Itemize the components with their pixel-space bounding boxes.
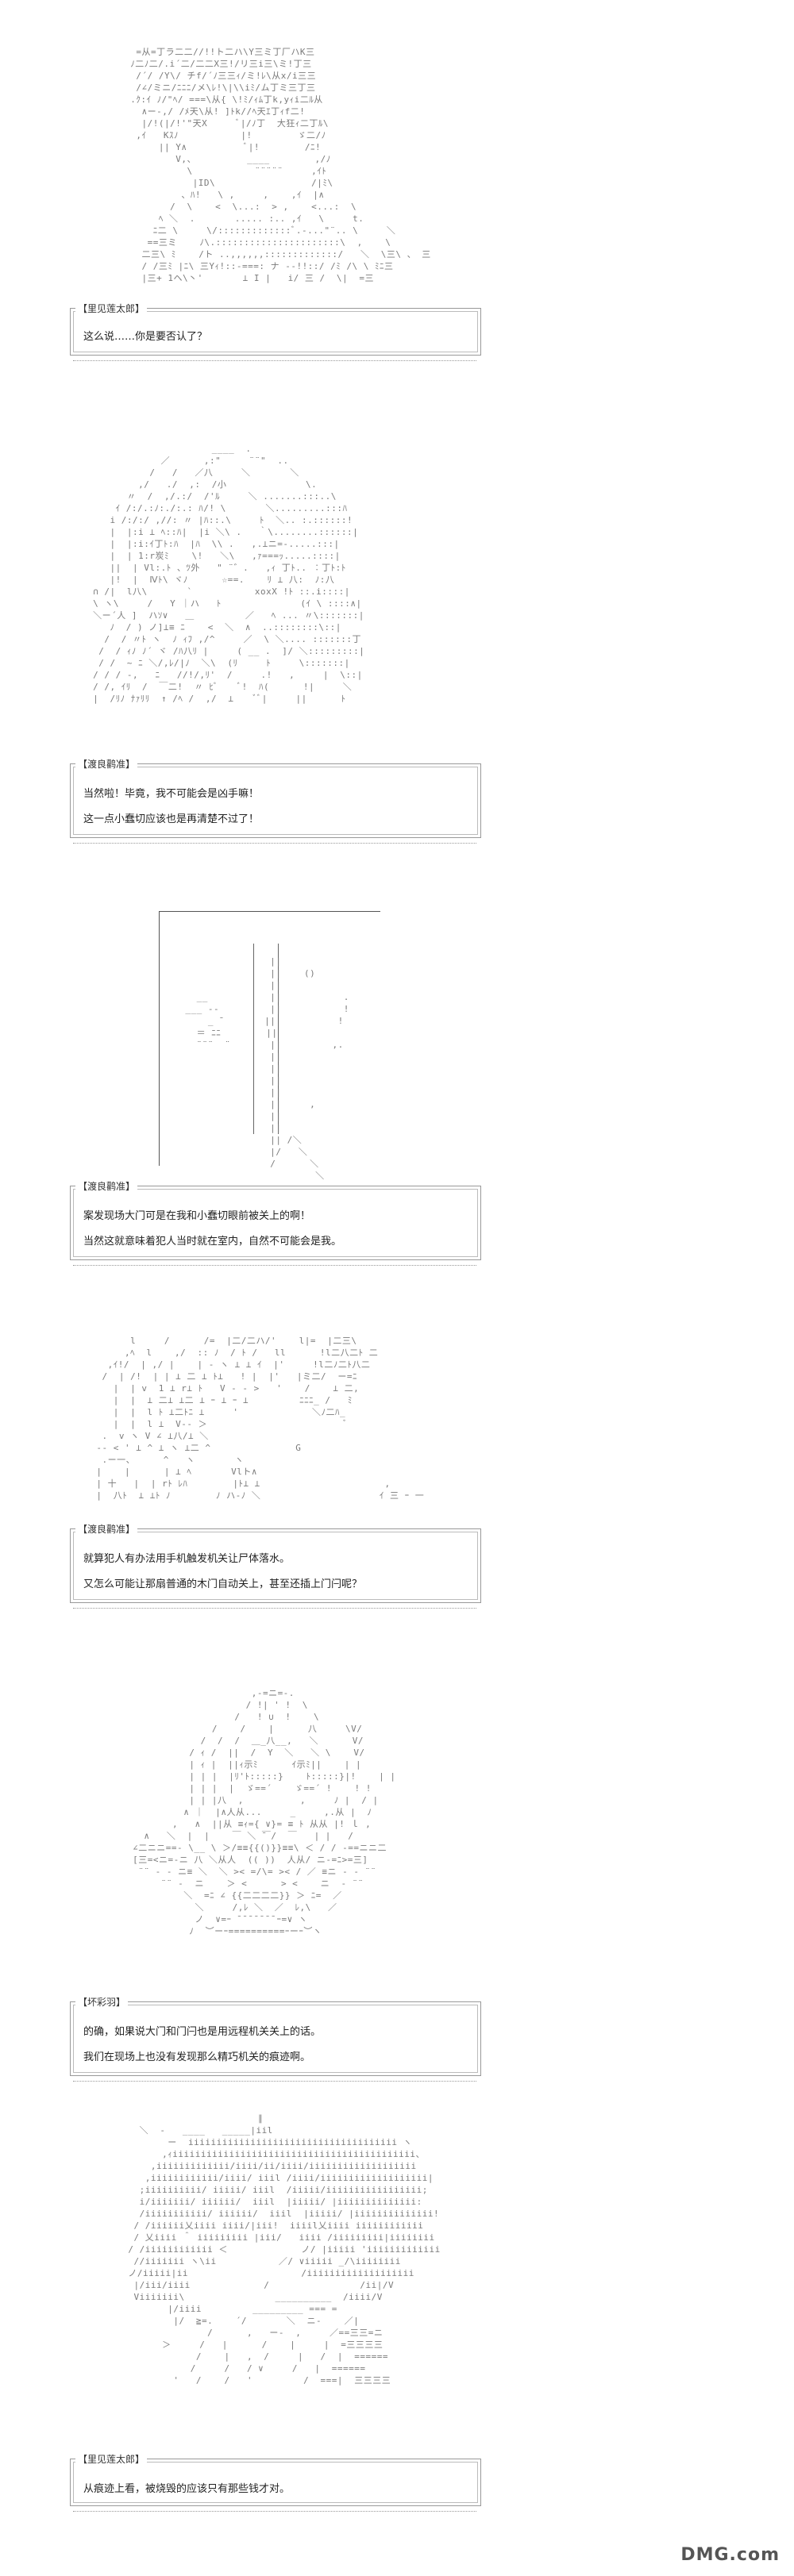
ascii-art-character-1: =从=丁ラ二二//!!ト二ハ\Y三ミ丁厂ハK三 ﾉ二ﾉ二/.i´二/二二X三!/…: [130, 47, 431, 283]
dialog-line-1: 就算犯人有办法用手机触发机关让尸体落水。: [83, 1553, 291, 1565]
dialog-line-1: 案发现场大门可是在我和小蠢切眼前被关上的啊！: [83, 1210, 311, 1222]
speaker-label: 【渡良鹳准】: [75, 757, 138, 771]
dialog-underline: [73, 840, 476, 844]
dialog-box: 【渡良鹳准】 当然啦！毕竟，我不可能会是凶手嘛！ 这一点小蠢切应该也是再清楚不过…: [70, 757, 481, 838]
dialog-box: 【坏彩羽】 的确，如果说大门和门闩也是用远程机关关上的话。 我们在现场上也没有发…: [70, 1995, 481, 2076]
door-art: [253, 944, 279, 1134]
dialog-box: 【渡良鹳准】 就算犯人有办法用手机触发机关让尸体落水。 又怎么可能让那扇普通的木…: [70, 1522, 481, 1603]
dialog-underline: [73, 2078, 476, 2082]
dialog-underline: [73, 1262, 476, 1266]
speaker-label: 【坏彩羽】: [75, 1995, 129, 2009]
ascii-art-character-2: ____ . ／ ,:" ¨¨" .. / / ／八 ＼ ＼ ,/ ./ ,: …: [93, 444, 365, 704]
dialog-line-2: 当然这就意味着犯人当时就在室内，自然不可能会是我。: [83, 1236, 342, 1248]
door-frame-art: [159, 911, 380, 1166]
dialog-line-2: 我们在现场上也没有发现那么精巧机关的痕迹啊。: [83, 2051, 311, 2063]
speaker-label: 【渡良鹳准】: [75, 1522, 138, 1536]
ascii-art-character-5: ∥ ＼ - ____ _____|iil ー iiiiiiiiiiiiiiiii…: [128, 2113, 441, 2386]
speaker-label: 【里见莲太郎】: [75, 302, 148, 315]
site-watermark: DMG.com: [680, 2545, 780, 2565]
ascii-art-door-detail: || || () || __ || . ___ -- || ! _ ̄ || !…: [185, 956, 349, 1181]
dialog-line-2: 这一点小蠢切应该也是再清楚不过了！: [83, 813, 260, 825]
dialog-line-1: 当然啦！毕竟，我不可能会是凶手嘛！: [83, 788, 260, 800]
dialog-line-1: 从痕迹上看，被烧毁的应该只有那些钱才对。: [83, 2483, 291, 2495]
dialog-underline: [73, 357, 476, 361]
dialog-underline: [73, 2508, 476, 2512]
dialog-line-2: 又怎么可能让那扇普通的木门自动关上，甚至还插上门闩呢？: [83, 1578, 363, 1590]
dialog-box: 【里见莲太郎】 这么说……你是要否认了？: [70, 302, 481, 356]
speaker-label: 【里见莲太郎】: [75, 2452, 148, 2466]
speaker-label: 【渡良鹳准】: [75, 1179, 138, 1193]
ascii-art-character-3: l / /= |二/二ハ/' l|= |二三\ ,ﾍ l ,/ :: ﾉ / ﾄ…: [96, 1336, 425, 1501]
ascii-art-character-4: ,-=ニ=-. / !| ' ! \ / ! ∪ ! \ / / | 八 \V/…: [133, 1688, 396, 1936]
dialog-box: 【渡良鹳准】 案发现场大门可是在我和小蠢切眼前被关上的啊！ 当然这就意味着犯人当…: [70, 1179, 481, 1260]
dialog-underline: [73, 1605, 476, 1609]
dialog-line-1: 这么说……你是要否认了？: [83, 331, 208, 343]
dialog-box: 【里见莲太郎】 从痕迹上看，被烧毁的应该只有那些钱才对。: [70, 2452, 481, 2506]
dialog-line-1: 的确，如果说大门和门闩也是用远程机关关上的话。: [83, 2026, 322, 2038]
